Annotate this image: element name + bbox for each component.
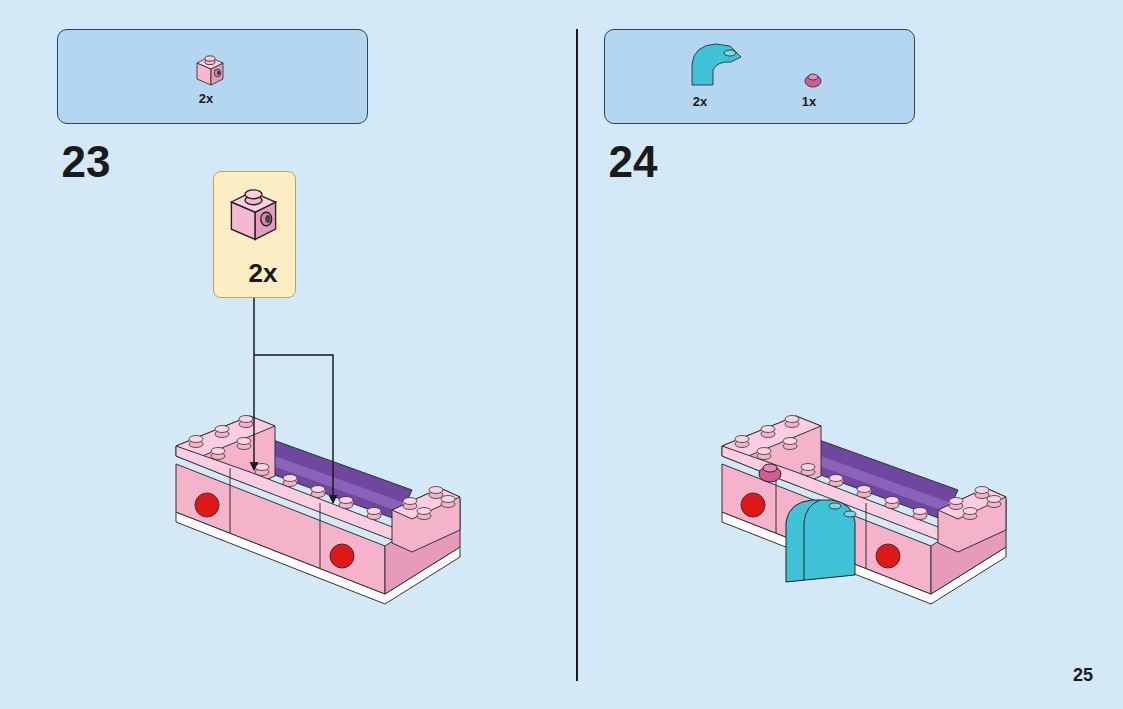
stud [215, 426, 229, 433]
stud [339, 497, 353, 504]
round-plate-icon [805, 75, 821, 87]
part-count: 2x [249, 260, 278, 286]
front-rail-top [176, 446, 400, 543]
stud [417, 508, 431, 515]
parts-panel-ground [57, 29, 368, 124]
slope-stud [844, 511, 856, 517]
placement-arrow [253, 298, 255, 470]
stud [189, 436, 203, 443]
placement-arrow [254, 355, 333, 503]
callout-ground [213, 171, 296, 298]
stud [403, 498, 417, 505]
round-plate-stud [808, 74, 818, 80]
stud [441, 496, 455, 503]
model-assembly [722, 416, 1006, 605]
parts-list-panel: 2x 1x [604, 29, 915, 124]
step-number: 24 [609, 140, 658, 184]
part-count: 2x [693, 95, 707, 108]
slope-stud [724, 50, 736, 56]
stud [311, 486, 325, 493]
curved-slope [786, 500, 855, 582]
red-round-stud [330, 544, 354, 568]
red-round-stud [195, 493, 219, 517]
slope-seam [804, 500, 820, 580]
stud [367, 508, 381, 515]
step-divider [576, 29, 578, 681]
part-count: 1x [802, 95, 816, 108]
right-block-top [392, 488, 460, 519]
slope-icon [692, 44, 741, 85]
brick-seam [320, 503, 321, 568]
illustration-part [189, 416, 455, 520]
stud [255, 464, 269, 471]
subassembly-callout: 2x [213, 171, 296, 298]
brick-icon [231, 190, 275, 239]
model-assembly [176, 416, 460, 605]
parts-panel-ground [604, 29, 915, 124]
stud [283, 475, 297, 482]
stud [237, 438, 251, 445]
right-block [392, 488, 460, 552]
step-number: 23 [62, 140, 111, 184]
page-number: 25 [1073, 666, 1093, 684]
stud [211, 448, 225, 455]
round-plate-stud [763, 464, 777, 472]
brick-icon [197, 56, 223, 85]
part-count: 2x [199, 92, 213, 105]
slope-stud [829, 503, 841, 509]
stud [239, 416, 253, 423]
parts-list-panel: 2x [57, 29, 368, 124]
brick-seam [230, 468, 231, 533]
stud [429, 487, 443, 494]
